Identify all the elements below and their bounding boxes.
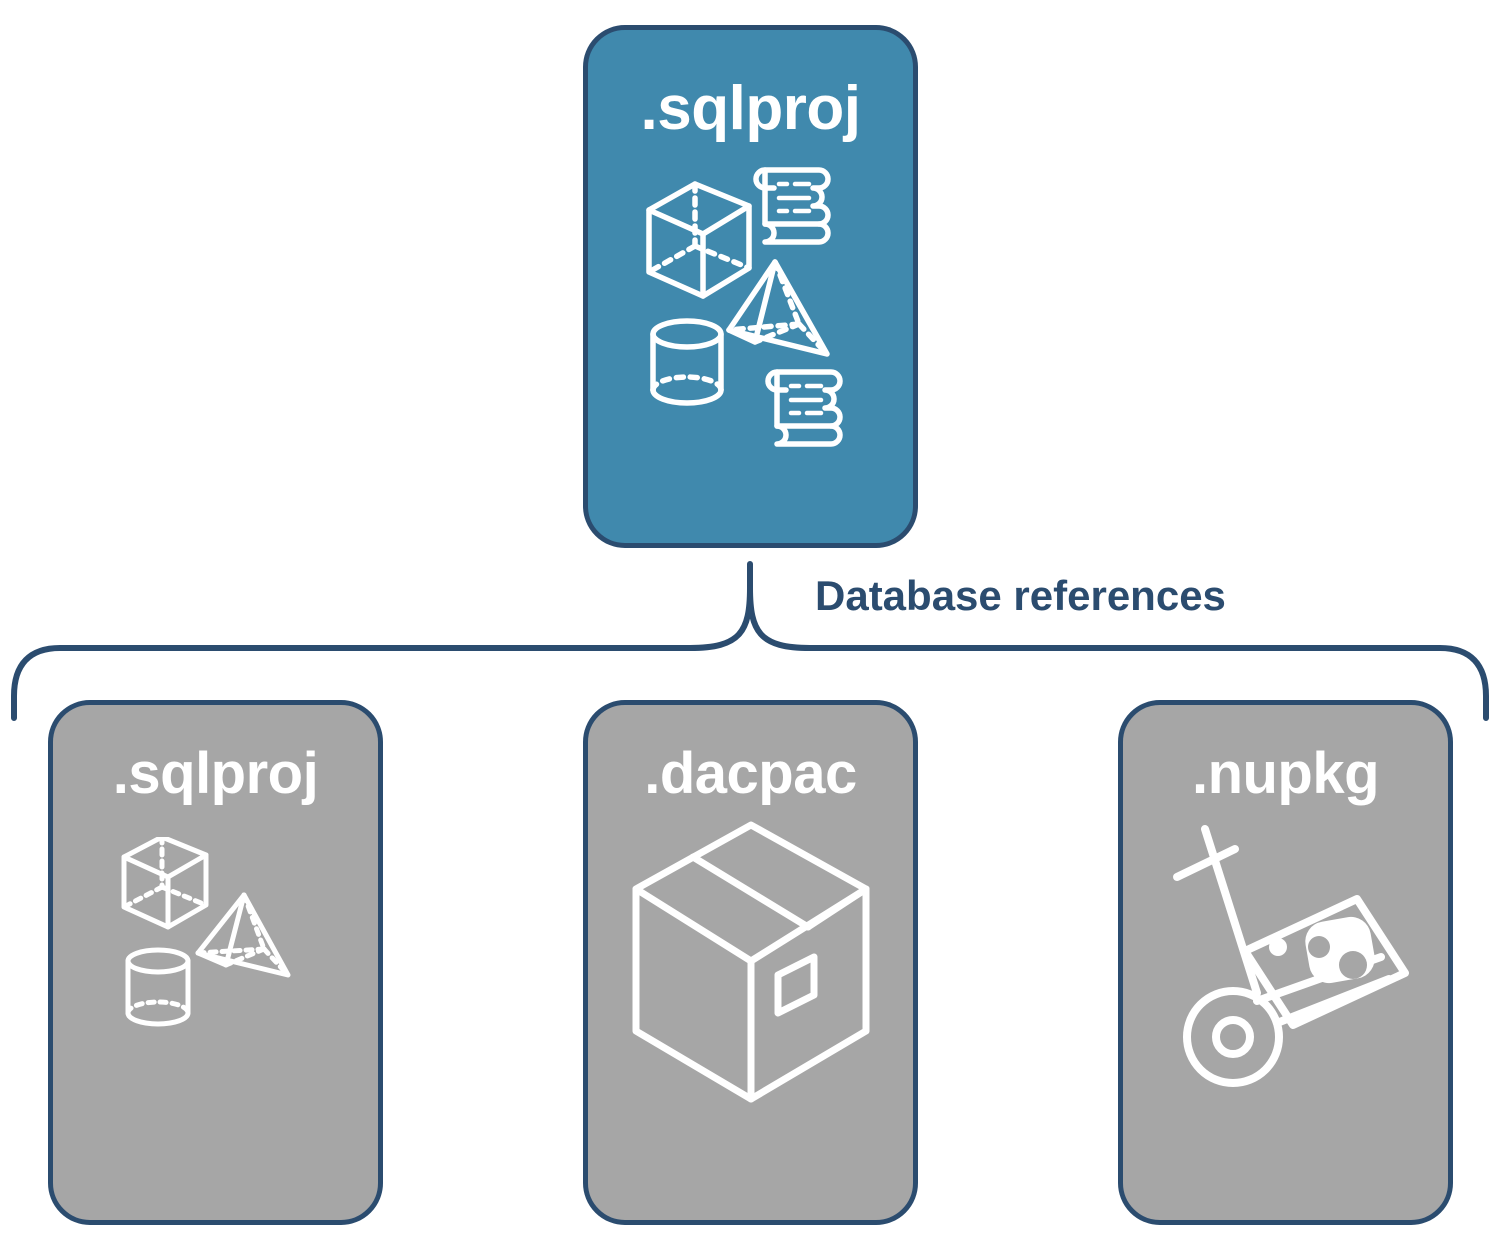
node-leaf-sqlproj-title: .sqlproj bbox=[112, 741, 319, 806]
cylinder-icon bbox=[649, 318, 724, 406]
node-root-title: .sqlproj bbox=[640, 74, 861, 143]
package-box-icon bbox=[632, 821, 869, 1103]
pyramid-icon bbox=[195, 892, 290, 978]
hand-truck-icon bbox=[1172, 825, 1409, 1087]
cylinder-icon bbox=[125, 947, 190, 1027]
pyramid-icon bbox=[725, 259, 830, 357]
parcel-dot-holes-icon bbox=[1307, 936, 1367, 979]
node-leaf-nupkg-artwork bbox=[1123, 823, 1448, 1220]
node-leaf-sqlproj-artwork bbox=[53, 837, 378, 1220]
node-leaf-dacpac-title: .dacpac bbox=[644, 741, 857, 806]
cube-icon bbox=[121, 837, 208, 930]
scroll-icon bbox=[752, 167, 831, 245]
leaf-sqlproj-icon-group bbox=[121, 837, 290, 1027]
node-leaf-sqlproj[interactable]: .sqlproj bbox=[48, 700, 383, 1225]
node-leaf-dacpac[interactable]: .dacpac bbox=[583, 700, 918, 1225]
node-root-artwork bbox=[588, 158, 913, 543]
node-leaf-nupkg-title: .nupkg bbox=[1191, 741, 1380, 806]
node-root-sqlproj[interactable]: .sqlproj bbox=[583, 25, 918, 548]
database-references-brace bbox=[11, 561, 1489, 721]
node-leaf-dacpac-artwork bbox=[588, 817, 913, 1220]
cube-icon bbox=[645, 181, 752, 299]
root-icon-group bbox=[645, 167, 843, 447]
connector-label: Database references bbox=[815, 572, 1226, 619]
node-leaf-nupkg[interactable]: .nupkg bbox=[1118, 700, 1453, 1225]
scroll-icon bbox=[764, 369, 843, 447]
